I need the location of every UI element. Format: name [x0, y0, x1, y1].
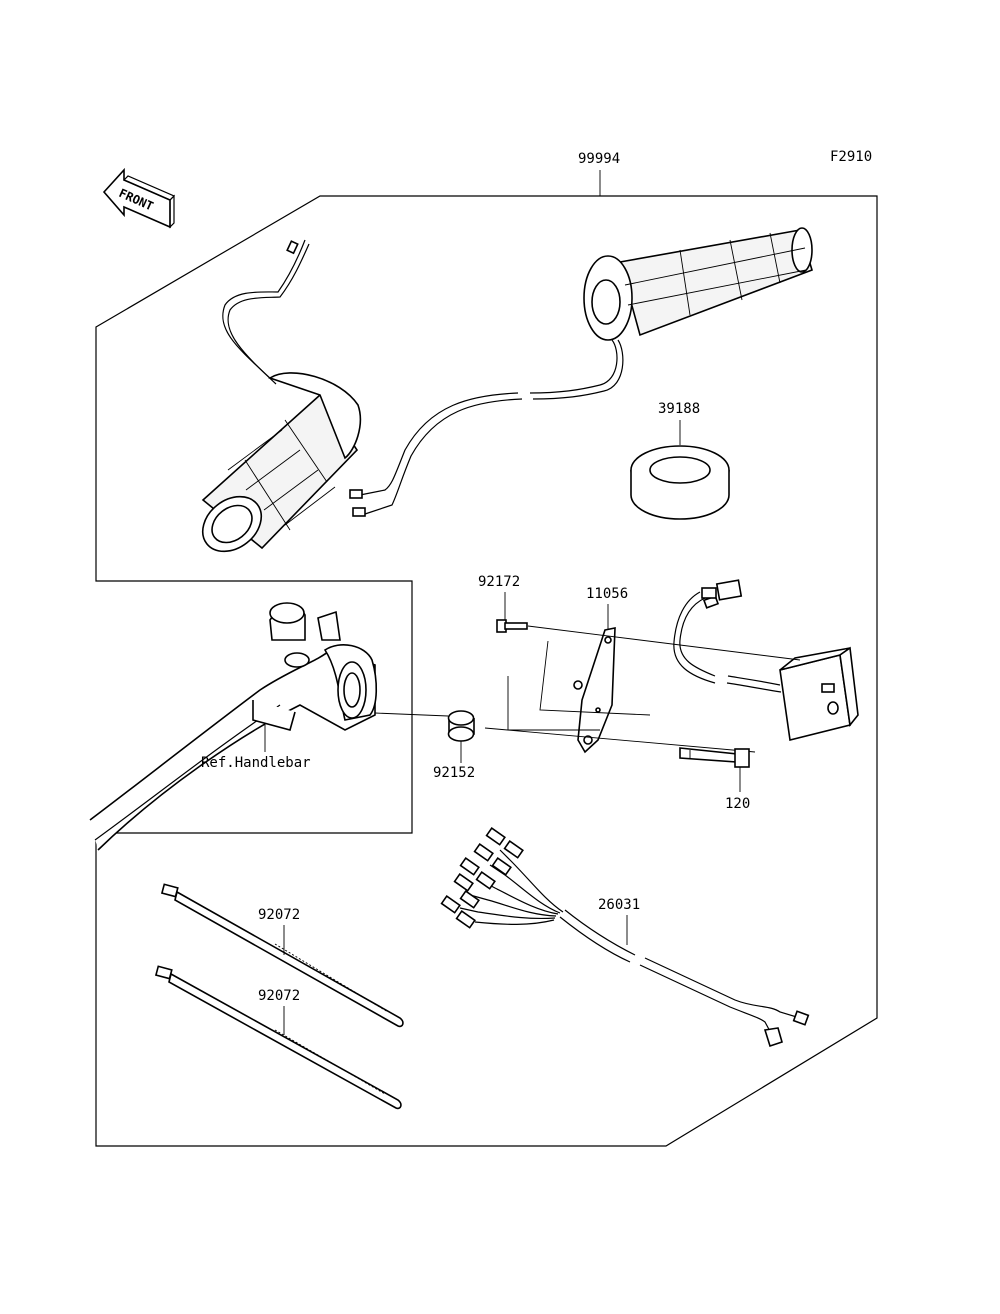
- bolt-92172: [496, 619, 528, 633]
- callout-99994: 99994: [578, 151, 620, 167]
- callout-11056: 11056: [586, 586, 628, 602]
- ring-39188: [630, 445, 730, 520]
- callout-92072-upper: 92072: [258, 907, 300, 923]
- callout-92072-lower: 92072: [258, 988, 300, 1004]
- assembly-lines: [374, 625, 801, 753]
- figure-code: F2910: [830, 149, 872, 165]
- cable-tie-upper: [160, 883, 404, 1028]
- left-grip-wires: [349, 392, 523, 517]
- front-arrow-icon: FRONT: [102, 167, 176, 229]
- wiring-harness-26031: [440, 827, 810, 1048]
- switch-unit: [673, 579, 859, 741]
- handlebar-clamp: [89, 602, 378, 851]
- bolt-120: [679, 747, 750, 768]
- callout-92172: 92172: [478, 574, 520, 590]
- kit-boundary: [95, 195, 878, 1147]
- spacer-92152: [447, 710, 475, 742]
- callout-92152: 92152: [433, 765, 475, 781]
- right-grip: [529, 227, 813, 400]
- left-grip: [201, 239, 362, 553]
- callout-ref-handlebar: Ref.Handlebar: [201, 755, 311, 771]
- callout-26031: 26031: [598, 897, 640, 913]
- callout-39188: 39188: [658, 401, 700, 417]
- bracket-11056: [573, 627, 616, 754]
- cable-tie-lower: [154, 965, 402, 1110]
- callout-120: 120: [725, 796, 750, 812]
